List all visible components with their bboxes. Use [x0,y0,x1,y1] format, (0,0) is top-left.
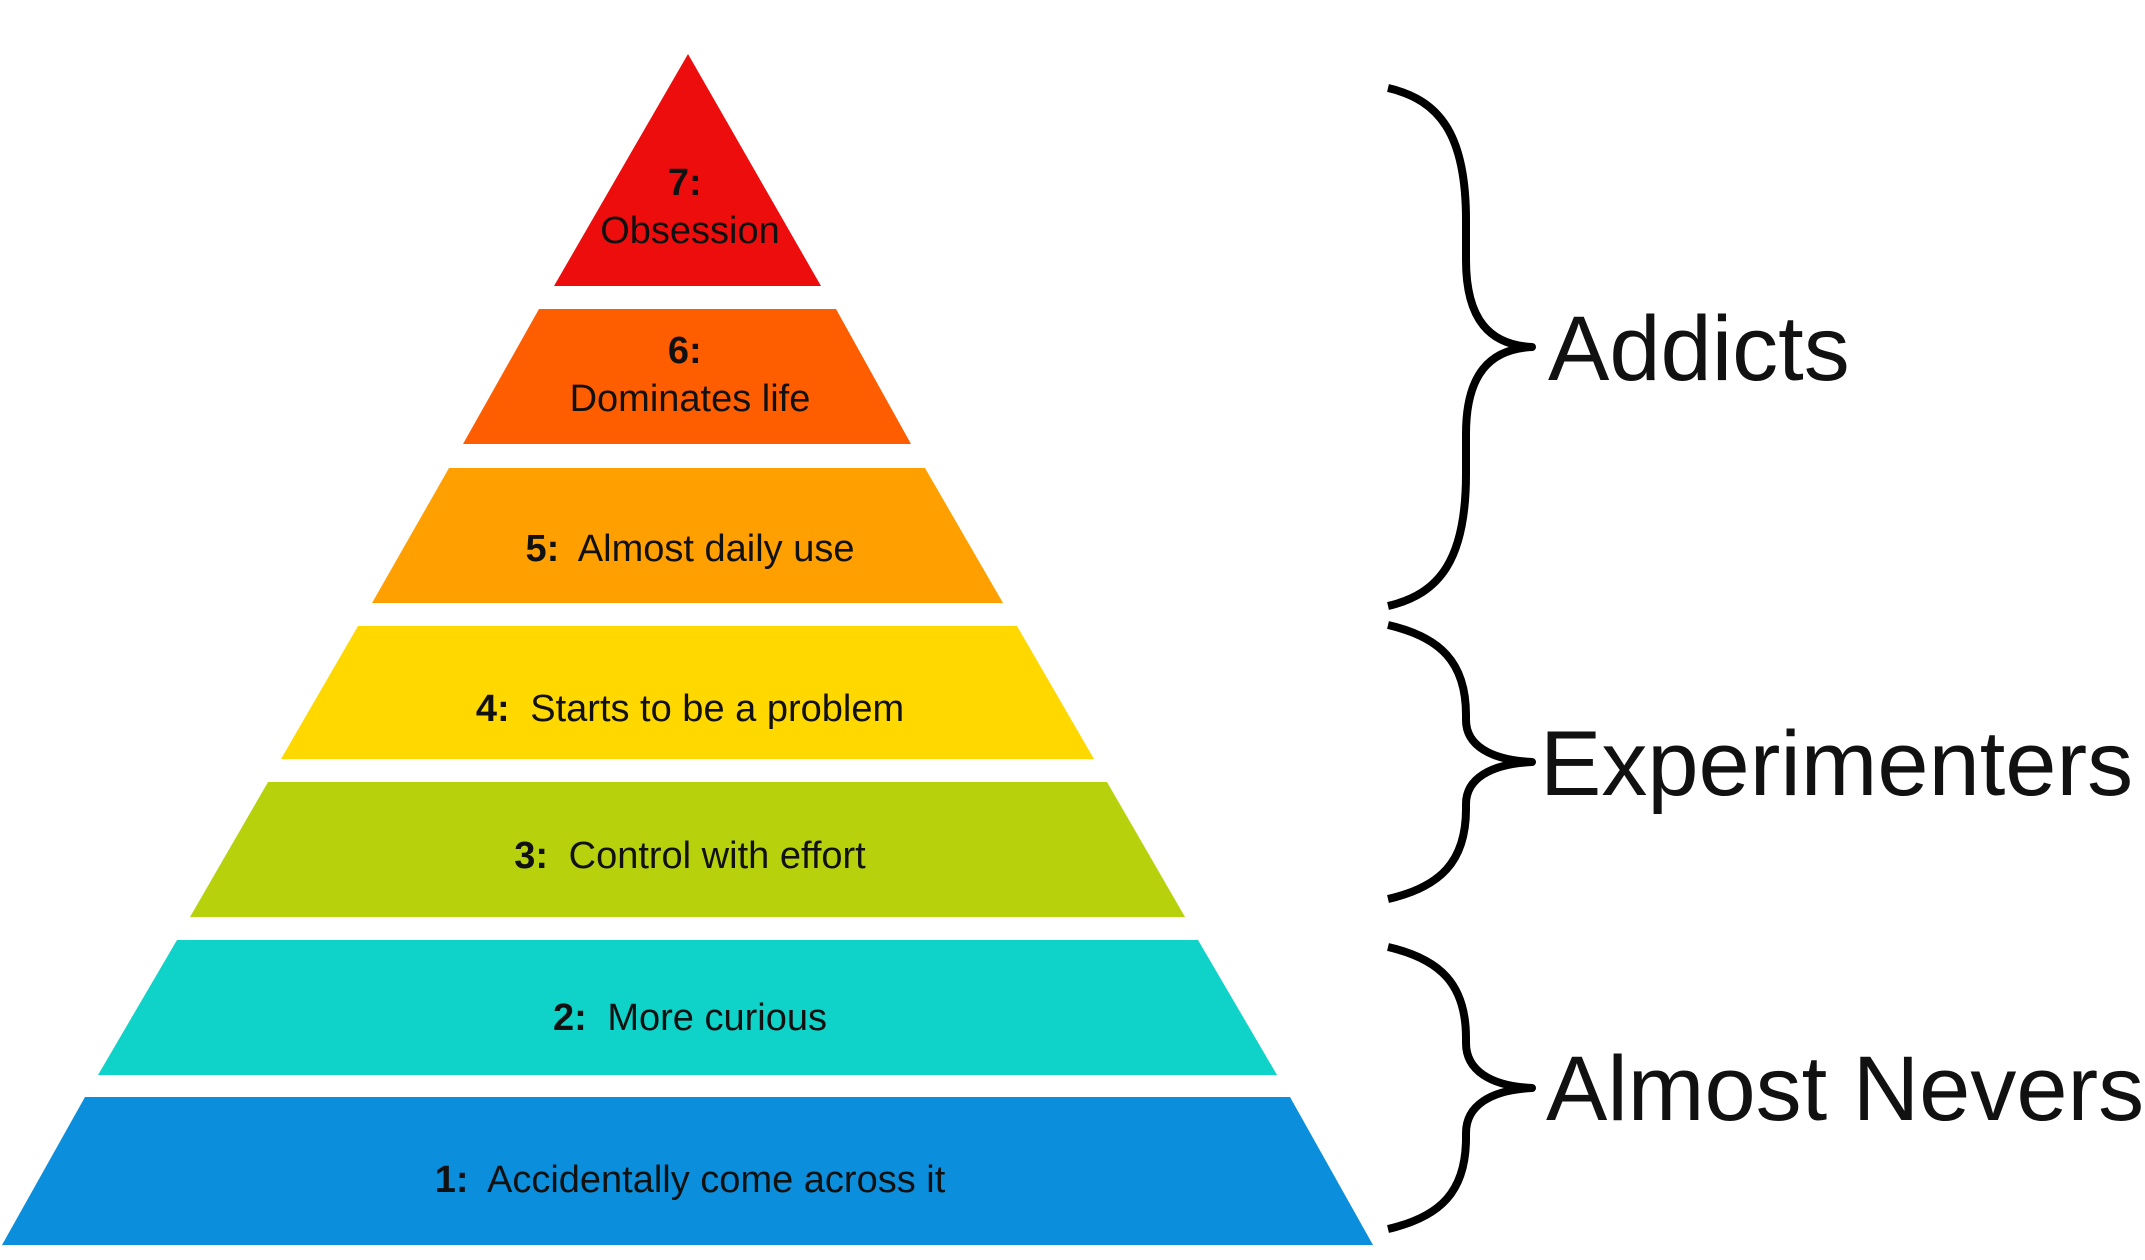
group-almost-nevers: Almost Nevers [1387,943,2144,1233]
pyramid-level-2-text: More curious [607,997,827,1039]
pyramid-level-4-shape [281,626,1094,759]
pyramid-level-3-number: 3: [514,835,548,877]
pyramid-level-5: 5: Almost daily use [372,468,1003,603]
pyramid-level-1: 1: Accidentally come across it [2,1097,1373,1245]
pyramid-level-5-number: 5: [526,528,560,570]
brace-almost-nevers [1387,943,1536,1233]
pyramid-level-3-label: 3: Control with effort [514,835,866,877]
group-label-addicts: Addicts [1548,298,1850,400]
pyramid-level-6-shape [463,309,911,444]
group-label-almost-nevers: Almost Nevers [1546,1038,2144,1140]
pyramid-level-2: 2: More curious [98,940,1277,1075]
brace-addicts [1387,84,1536,610]
pyramid-level-7-text: Obsession [600,210,780,252]
pyramid-level-5-label: 5: Almost daily use [526,528,855,570]
pyramid-level-2-shape [98,940,1277,1075]
pyramid-level-6-text: Dominates life [570,378,811,420]
pyramid-level-1-number: 1: [435,1159,469,1201]
group-experimenters: Experimenters [1387,621,2133,903]
pyramid-level-5-shape [372,468,1003,603]
pyramid-level-6-number: 6: [668,330,702,372]
pyramid-level-6: 6: Dominates life [463,309,911,444]
pyramid-level-4-text: Starts to be a problem [530,688,904,730]
group-label-experimenters: Experimenters [1540,713,2133,815]
pyramid-level-3-shape [190,782,1185,917]
pyramid-level-7: 7: Obsession [554,54,821,286]
pyramid-level-4-number: 4: [476,688,510,730]
pyramid-level-2-label: 2: More curious [553,997,827,1039]
pyramid-level-4-label: 4: Starts to be a problem [476,688,904,730]
pyramid-level-3: 3: Control with effort [190,782,1185,917]
pyramid-level-3-text: Control with effort [569,835,867,877]
pyramid-level-4: 4: Starts to be a problem [281,626,1094,759]
pyramid-level-7-shape [554,54,821,286]
pyramid-level-2-number: 2: [553,997,587,1039]
pyramid-level-7-label: 7: Obsession [600,162,780,252]
pyramid-level-1-shape [2,1097,1373,1245]
group-addicts: Addicts [1387,84,1850,610]
pyramid-level-5-text: Almost daily use [578,528,855,570]
pyramid-level-1-label: 1: Accidentally come across it [435,1159,946,1201]
pyramid-level-1-text: Accidentally come across it [487,1159,946,1201]
brace-experimenters [1387,621,1536,903]
pyramid-level-6-label: 6: Dominates life [570,330,811,420]
pyramid-level-7-number: 7: [668,162,702,204]
